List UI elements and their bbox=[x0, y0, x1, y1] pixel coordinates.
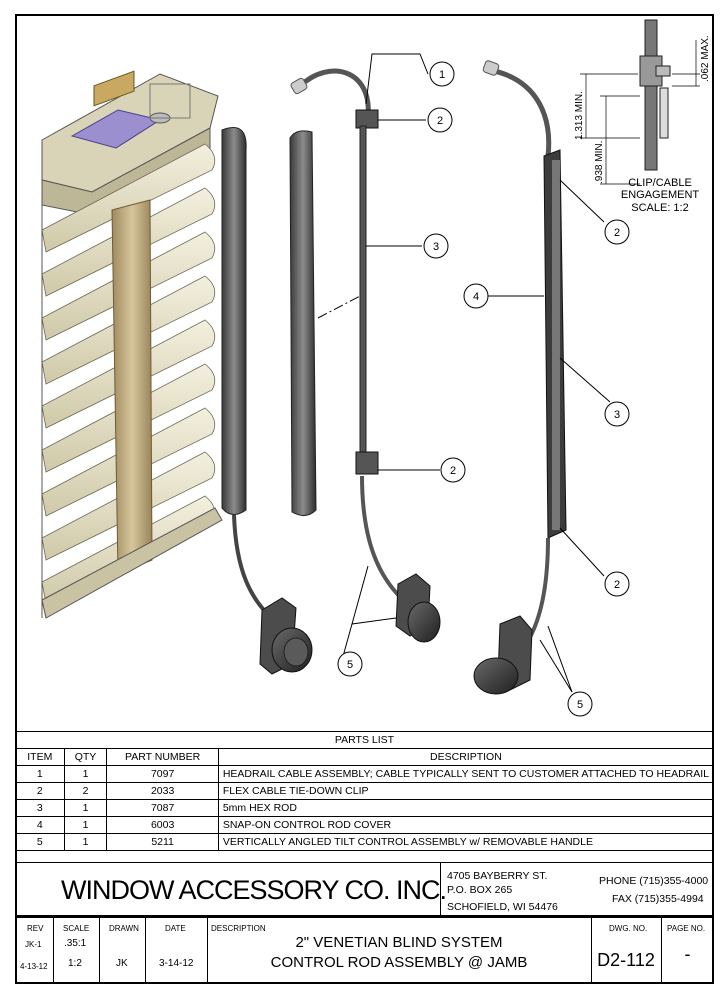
table-row: 4 1 6003 SNAP-ON CONTROL ROD COVER bbox=[15, 816, 715, 834]
dwg-no-value: D2-112 bbox=[597, 950, 655, 970]
cell-description: VERTICALLY ANGLED TILT CONTROL ASSEMBLY … bbox=[217, 833, 715, 851]
scale-value-1: .35:1 bbox=[64, 938, 87, 949]
callout-leaders bbox=[341, 53, 611, 693]
detail-caption-1: CLIP/CABLE bbox=[628, 177, 692, 189]
cell-qty: 2 bbox=[63, 782, 108, 800]
cell-description: SNAP-ON CONTROL ROD COVER bbox=[217, 816, 715, 834]
cell-qty: 1 bbox=[63, 799, 108, 817]
parts-list-header: ITEM QTY PART NUMBER DESCRIPTION bbox=[15, 748, 715, 766]
callout-2: 2 bbox=[450, 465, 456, 477]
cell-item: 4 bbox=[15, 816, 65, 834]
leader-dashed bbox=[317, 295, 361, 319]
cell-part-number: 5211 bbox=[106, 833, 219, 851]
drawn-label: DRAWN bbox=[109, 924, 139, 933]
col-item: ITEM bbox=[15, 748, 65, 766]
dwg-no-label: DWG. NO. bbox=[609, 924, 648, 933]
parts-list: PARTS LIST ITEM QTY PART NUMBER DESCRIPT… bbox=[15, 731, 715, 851]
parts-list-title: PARTS LIST bbox=[15, 731, 714, 749]
tilt-control-left bbox=[259, 597, 313, 675]
cable-assembly-middle bbox=[290, 68, 441, 643]
table-row: 1 1 7097 HEADRAIL CABLE ASSEMBLY; CABLE … bbox=[15, 765, 715, 783]
callout-4: 4 bbox=[473, 291, 479, 303]
dim-min-1: 1.313 MIN. bbox=[574, 91, 585, 140]
cell-item: 2 bbox=[15, 782, 65, 800]
table-row: 3 1 7087 5mm HEX ROD bbox=[15, 799, 715, 817]
cell-part-number: 7097 bbox=[106, 765, 219, 783]
callout-3: 3 bbox=[614, 409, 620, 421]
cell-qty: 1 bbox=[63, 765, 108, 783]
cell-qty: 1 bbox=[63, 816, 108, 834]
cell-item: 3 bbox=[15, 799, 65, 817]
cell-part-number: 7087 bbox=[106, 799, 219, 817]
date-label: DATE bbox=[165, 924, 186, 933]
dim-max: .062 MAX. bbox=[700, 35, 711, 82]
cell-item: 1 bbox=[15, 765, 65, 783]
rev-label: REV bbox=[27, 924, 44, 933]
detail-caption-2: ENGAGEMENT bbox=[621, 189, 700, 201]
clip-cable-detail bbox=[580, 19, 700, 185]
callout-2: 2 bbox=[614, 227, 620, 239]
detail-caption-3: SCALE: 1:2 bbox=[631, 202, 688, 214]
callout-5: 5 bbox=[347, 659, 353, 671]
scale-value-2: 1:2 bbox=[68, 958, 82, 969]
blind-assembly bbox=[41, 70, 223, 619]
description-label: DESCRIPTION bbox=[211, 924, 266, 933]
company-address-3: SCHOFIELD, WI 54476 bbox=[447, 901, 558, 913]
page-no-value: - bbox=[684, 944, 691, 964]
page-no-label: PAGE NO. bbox=[667, 924, 706, 933]
scale-label: SCALE bbox=[63, 924, 90, 933]
description-line-2: CONTROL ROD ASSEMBLY @ JAMB bbox=[270, 954, 528, 971]
title-block: REV JK-1 4-13-12 SCALE .35:1 1:2 DRAWN J… bbox=[15, 916, 714, 984]
cell-qty: 1 bbox=[63, 833, 108, 851]
cell-part-number: 6003 bbox=[106, 816, 219, 834]
company-phone: PHONE (715)355-4000 bbox=[599, 875, 709, 887]
cell-description: 5mm HEX ROD bbox=[217, 799, 715, 817]
assembled-control-rod bbox=[473, 60, 567, 695]
callout-circles bbox=[337, 61, 630, 717]
callout-2: 2 bbox=[614, 579, 620, 591]
callout-3: 3 bbox=[433, 241, 439, 253]
callout-1: 1 bbox=[439, 69, 445, 81]
company-address-2: P.O. BOX 265 bbox=[447, 884, 513, 896]
col-part-number: PART NUMBER bbox=[106, 748, 219, 766]
cell-part-number: 2033 bbox=[106, 782, 219, 800]
drawn-value: JK bbox=[116, 958, 128, 969]
installed-rod-cover bbox=[221, 127, 278, 624]
col-description: DESCRIPTION bbox=[217, 748, 715, 766]
blind-slat bbox=[41, 143, 216, 253]
rev-date: 4-13-12 bbox=[20, 962, 48, 971]
date-value: 3-14-12 bbox=[159, 958, 194, 969]
cell-description: FLEX CABLE TIE-DOWN CLIP bbox=[217, 782, 715, 800]
company-block: WINDOW ACCESSORY CO. INC. 4705 BAYBERRY … bbox=[15, 862, 714, 917]
callout-5: 5 bbox=[577, 699, 583, 711]
dim-min-2: .938 MIN. bbox=[594, 141, 605, 184]
col-qty: QTY bbox=[63, 748, 108, 766]
callout-2: 2 bbox=[437, 115, 443, 127]
rev-value: JK-1 bbox=[25, 940, 42, 949]
table-row: 2 2 2033 FLEX CABLE TIE-DOWN CLIP bbox=[15, 782, 715, 800]
snap-on-rod-cover bbox=[289, 130, 317, 516]
cell-item: 5 bbox=[15, 833, 65, 851]
cell-description: HEADRAIL CABLE ASSEMBLY; CABLE TYPICALLY… bbox=[217, 765, 715, 783]
description-line-1: 2" VENETIAN BLIND SYSTEM bbox=[295, 934, 503, 951]
table-row: 5 1 5211 VERTICALLY ANGLED TILT CONTROL … bbox=[15, 833, 715, 851]
company-name: WINDOW ACCESSORY CO. INC. bbox=[61, 875, 447, 905]
assembly-drawing: 1 2 3 2 5 4 2 3 2 5 .062 MAX. 1.313 MIN.… bbox=[41, 19, 711, 717]
company-fax: FAX (715)355-4994 bbox=[612, 893, 704, 905]
company-address-1: 4705 BAYBERRY ST. bbox=[447, 870, 548, 882]
